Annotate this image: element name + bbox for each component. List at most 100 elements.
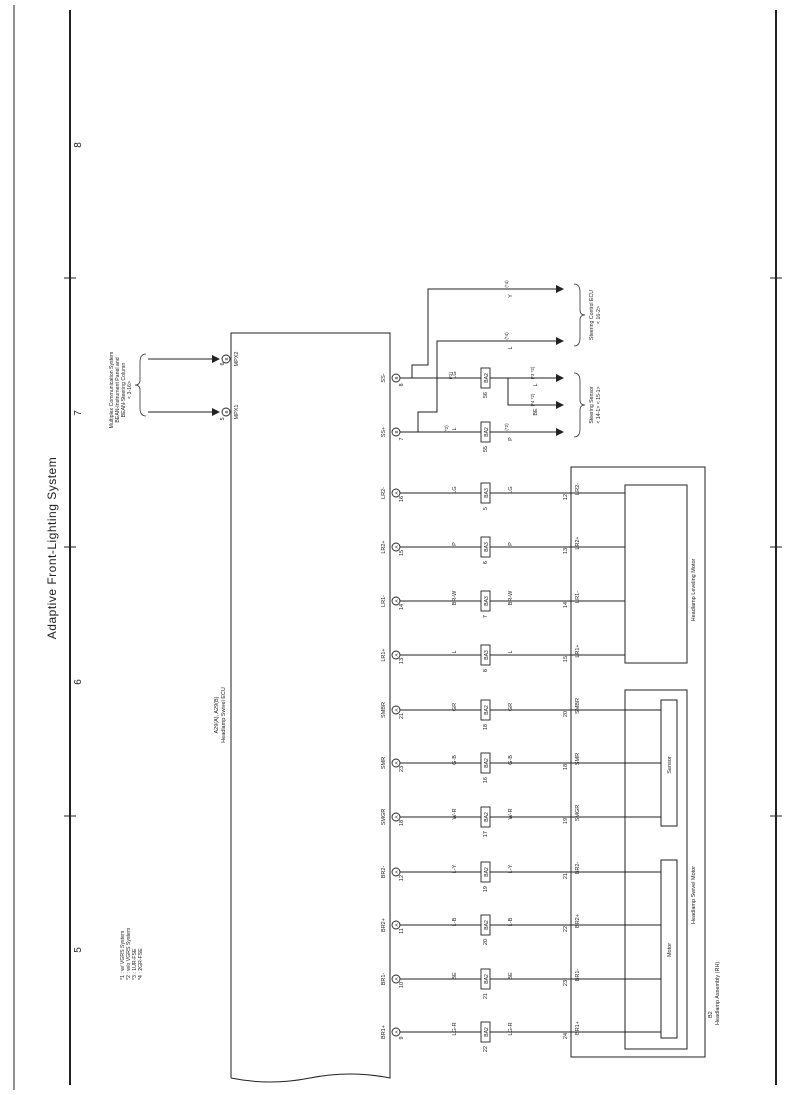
ecu-name: Headlamp Swivel ECU	[221, 687, 227, 743]
junction-connector	[480, 482, 491, 504]
junction-pin-number: 20	[483, 939, 489, 945]
junction-pin-number: 5	[483, 507, 489, 510]
ss-minus-pin-number: 8	[399, 383, 405, 386]
ecu-pin-number: 10	[399, 982, 405, 988]
note-1: *1 : w/ VGRS System	[120, 931, 126, 980]
ecu-pin-name: BR1-	[381, 973, 387, 986]
multiplex-bracket	[134, 353, 147, 417]
lamp-pin-number: 23	[563, 980, 569, 986]
multiplex-block: Multiplex Communication System BEAN-Inst…	[109, 352, 240, 429]
junction-connector-code: BA3	[484, 488, 490, 498]
multiplex-label-line-3: BEAN-Steering Column	[121, 363, 127, 418]
wire-color-lamp-side: W-R	[508, 809, 514, 820]
lamp-pin-name: SMBR	[575, 698, 581, 714]
note-2: *2 : w/o VGRS System	[126, 928, 132, 980]
steering-wire-l1-note: (*4)	[504, 332, 509, 340]
ss-minus-junction: BA2	[484, 373, 490, 383]
ss-plus-connector: B	[394, 430, 399, 433]
lamp-pin-number: 12	[563, 494, 569, 500]
steering-wire-l2-label: L	[533, 383, 539, 386]
ecu-pin-name: SMR	[381, 757, 387, 769]
multiplex-label-line-2: BEAN-Instrument Panel and	[115, 357, 121, 422]
lamp-pin-name: LR1-	[575, 591, 581, 603]
ecu-pin-number: 15	[399, 550, 405, 556]
sensor-box	[660, 699, 678, 827]
wire-color-lamp-side: BR-W	[508, 590, 514, 605]
sensor-label: Sensor	[667, 756, 673, 774]
headlamp-swivel-ecu: A29(A), A29(B) Headlamp Swivel ECU	[214, 332, 391, 1083]
ecu-pin-number: 9	[399, 1036, 405, 1039]
ecu-connector-letter: A	[394, 545, 399, 548]
mpx2-pin-name: MPX2	[234, 352, 240, 367]
junction-connector	[480, 752, 491, 774]
junction-connector	[480, 968, 491, 990]
lamp-pin-name: LR2+	[575, 536, 581, 549]
lamp-pin-number: 14	[563, 602, 569, 608]
lamp-pin-number: 22	[563, 926, 569, 932]
junction-connector-code: BA2	[484, 758, 490, 768]
steering-signal-wiring: SS- B 8 SS+ B 7 LG (*2) BA2 56 L (*2) BA…	[381, 280, 602, 452]
wire-color-lamp-side: LG	[508, 486, 514, 493]
ecu-pin-terminal-icon	[391, 812, 401, 822]
assembly-name: Headlamp Assembly (RH)	[715, 962, 721, 1025]
assembly-code: B2	[708, 1011, 714, 1018]
steering-ecu-label: Steering Control ECU	[589, 290, 595, 340]
ecu-pin-name: BR2+	[381, 918, 387, 932]
multiplex-label-line-1: Multiplex Communication System	[109, 352, 115, 429]
ecu-connector-letter: A	[394, 1030, 399, 1033]
ss-minus-wire-color: LG	[452, 371, 458, 378]
ecu-pin-terminal-icon	[391, 705, 401, 715]
steering-sensor-ref: < 14-1> < 15-1>	[596, 386, 602, 423]
lamp-pin-number: 24	[563, 1033, 569, 1039]
wire-color-ecu-side: L	[452, 650, 458, 653]
junction-pin-number: 7	[483, 615, 489, 618]
ecu-connector-letter: A	[394, 815, 399, 818]
ecu-pin-terminal-icon	[391, 920, 401, 930]
wire-color-lamp-side: P	[508, 542, 514, 546]
lamp-pin-name: BR1-	[575, 969, 581, 982]
ss-plus-junction: BA2	[484, 427, 490, 437]
ecu-pin-name: BR1+	[381, 1025, 387, 1039]
ecu-pin-number: 13	[399, 658, 405, 664]
wire-color-ecu-side: GR	[452, 703, 458, 711]
ecu-pin-name: BR2-	[381, 866, 387, 879]
note-4: *4 : 2GR-FSE	[138, 948, 144, 980]
lamp-pin-number: 20	[563, 711, 569, 717]
ecu-connector-letter: A	[394, 870, 399, 873]
ecu-connector-letter: A	[394, 599, 399, 602]
lamp-pin-name: BR2+	[575, 914, 581, 928]
ecu-pin-terminal-icon	[391, 542, 401, 552]
ecu-pin-name: SMGR	[381, 809, 387, 826]
junction-connector-code: BA2	[484, 705, 490, 715]
ecu-pin-terminal-icon	[391, 974, 401, 984]
ecu-connector-letter: A	[394, 491, 399, 494]
steering-wire-y-note: (*4)	[504, 280, 509, 288]
junction-connector-code: BA3	[484, 650, 490, 660]
sheet-frame: 8 7 6 5	[13, 5, 782, 1090]
wire-color-ecu-side: P	[452, 542, 458, 546]
ecu-pin-terminal-icon	[391, 650, 401, 660]
steering-wire-be-note: (*4 *2)	[530, 393, 535, 406]
swivel-motor-box	[624, 689, 688, 1050]
junction-connector-code: BA2	[484, 974, 490, 984]
junction-connector	[480, 861, 491, 883]
junction-pin-number: 21	[483, 993, 489, 999]
mpx1-pin-number: 5	[220, 417, 226, 420]
junction-connector	[480, 644, 491, 666]
mpx2-arrow-icon	[212, 355, 220, 363]
ecu-pin-terminal-icon	[391, 758, 401, 768]
junction-pin-number: 18	[483, 724, 489, 730]
lamp-pin-number: 15	[563, 656, 569, 662]
ss-plus-wire-note: (*2)	[444, 425, 449, 433]
leveling-motor-label: Headlamp Leveling Motor	[691, 559, 697, 622]
steering-wire-l1-label: L	[508, 346, 514, 349]
mpx1-arrow-icon	[212, 408, 220, 416]
ss-minus-connector: B	[394, 376, 399, 379]
junction-connector	[480, 806, 491, 828]
wire-color-lamp-side: BE	[508, 972, 514, 980]
junction-connector-code: BA2	[484, 920, 490, 930]
junction-pin-number: 8	[483, 669, 489, 672]
column-number-7: 7	[73, 410, 84, 416]
